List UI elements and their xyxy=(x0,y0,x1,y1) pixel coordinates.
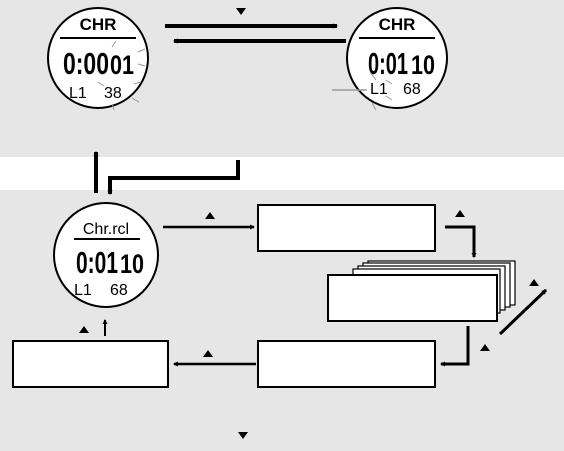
box-recall-step-3 xyxy=(257,340,436,388)
arrow-to-lap-list xyxy=(445,225,477,258)
triangle-down-icon xyxy=(238,432,248,439)
watch-chrono-lap: CHR 0:01 10 L1 68 xyxy=(332,7,448,111)
watch-hundredths: 10 xyxy=(120,249,144,279)
flash-lines xyxy=(369,71,393,111)
watch-hundredths: 01 xyxy=(110,50,134,80)
watch-mode-label: CHR xyxy=(80,15,117,34)
box-lap-list xyxy=(327,274,498,322)
watch-chrono-recall: Chr.rcl 0:01 10 L1 68 xyxy=(53,202,159,308)
watch-chrono-running: CHR 0:00 01 L1 38 xyxy=(47,7,149,111)
watch-mode-label: CHR xyxy=(379,15,416,34)
watch-lap-label: L1 xyxy=(69,85,87,102)
watch-time: 0:00 xyxy=(63,46,109,81)
triangle-up-icon xyxy=(203,350,213,357)
watch-lap-value: 68 xyxy=(110,282,128,299)
triangle-up-icon xyxy=(480,344,490,351)
watch-lap-value: 68 xyxy=(403,81,421,98)
box-recall-exit xyxy=(12,340,169,388)
box-recall-step-1 xyxy=(257,204,436,252)
recall-flow-arrows xyxy=(79,210,548,439)
arrow-scroll-lap xyxy=(498,288,548,336)
arrow-to-step-3 xyxy=(440,326,470,367)
section-connector xyxy=(93,151,240,195)
mode-toggle-arrows xyxy=(165,8,346,44)
arrow-down-path xyxy=(107,160,240,195)
watch-mode-label: Chr.rcl xyxy=(83,221,129,238)
box-stack xyxy=(327,260,516,322)
triangle-up-icon xyxy=(79,326,89,333)
watch-hundredths: 10 xyxy=(411,50,435,80)
flash-lines xyxy=(97,40,146,111)
triangle-up-icon xyxy=(455,210,465,217)
section-divider xyxy=(0,157,564,190)
triangle-up-icon xyxy=(205,212,215,219)
watch-time: 0:01 xyxy=(368,46,408,81)
triangle-down-icon xyxy=(236,8,246,15)
triangle-up-icon xyxy=(529,279,539,286)
watch-time: 0:01 xyxy=(76,245,118,280)
watch-lap-label: L1 xyxy=(370,81,388,98)
watch-lap-value: 38 xyxy=(104,85,122,102)
watch-lap-label: L1 xyxy=(74,282,92,299)
